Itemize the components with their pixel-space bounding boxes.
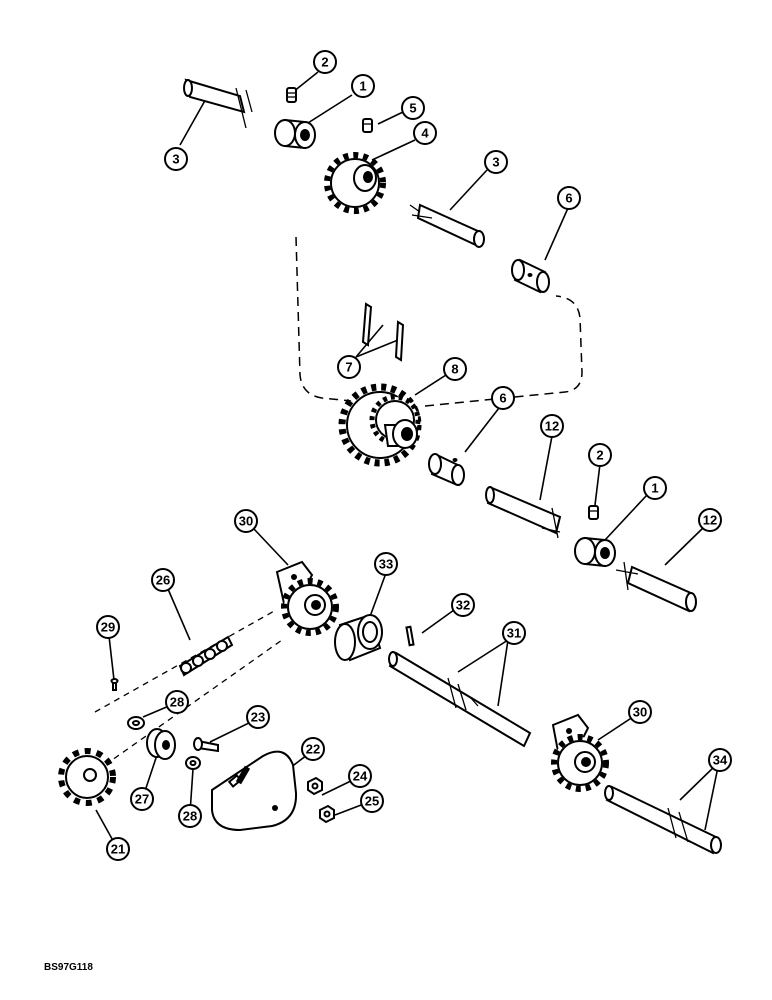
callout-label: 22 — [306, 742, 320, 757]
callout-27: 27 — [130, 787, 154, 811]
bolt-29 — [110, 678, 119, 691]
callout-8: 8 — [443, 357, 467, 381]
key-32 — [405, 625, 415, 647]
callout-32: 32 — [451, 593, 475, 617]
mounting-plate-22 — [211, 750, 298, 832]
callout-label: 4 — [421, 126, 429, 141]
roller-chain-26 — [178, 635, 234, 677]
callout-label: 30 — [239, 514, 253, 529]
callout-label: 8 — [451, 362, 458, 377]
set-screw-2-middle — [588, 505, 599, 520]
callout-label: 26 — [156, 573, 170, 588]
callout-30: 30 — [628, 700, 652, 724]
callout-21: 21 — [106, 837, 130, 861]
callout-label: 28 — [170, 695, 184, 710]
callout-label: 12 — [545, 419, 559, 434]
callout-label: 34 — [713, 753, 728, 768]
cotter-pins-7 — [361, 302, 405, 362]
callout-29: 29 — [96, 615, 120, 639]
shaft-3-right — [409, 203, 485, 248]
callout-label: 23 — [251, 710, 265, 725]
set-screw-5 — [362, 118, 373, 133]
callout-12: 12 — [540, 414, 564, 438]
callout-label: 2 — [321, 55, 328, 70]
idler-arm-sprocket-30-bottom — [551, 713, 609, 792]
collar-1-top — [274, 118, 316, 150]
nut-24 — [307, 776, 323, 796]
callout-label: 7 — [345, 360, 352, 375]
callout-label: 29 — [101, 620, 115, 635]
callout-1: 1 — [351, 74, 375, 98]
collar-1-middle — [574, 536, 616, 568]
shaft-12-right — [615, 561, 697, 613]
shaft-3-left — [183, 78, 253, 129]
callout-label: 12 — [703, 513, 717, 528]
callout-2: 2 — [313, 50, 337, 74]
leader-lines — [95, 71, 720, 847]
callout-28: 28 — [165, 690, 189, 714]
callout-28: 28 — [178, 804, 202, 828]
callout-label: 32 — [456, 598, 470, 613]
bushing-6-middle — [428, 453, 465, 486]
callout-6: 6 — [491, 386, 515, 410]
callout-label: 6 — [499, 391, 506, 406]
callout-33: 33 — [374, 552, 398, 576]
washer-28-top — [127, 716, 145, 730]
callout-label: 24 — [353, 769, 368, 784]
bolt-23 — [193, 737, 219, 753]
washer-28-bottom — [185, 756, 201, 770]
callout-6: 6 — [557, 186, 581, 210]
callout-7: 7 — [337, 355, 361, 379]
sprocket-21 — [58, 748, 116, 806]
set-screw-2-top — [286, 87, 297, 103]
callout-label: 6 — [565, 191, 572, 206]
hub-33 — [334, 613, 383, 662]
callout-1: 1 — [643, 476, 667, 500]
callout-5: 5 — [401, 96, 425, 120]
idler-roller-27 — [146, 728, 176, 760]
callout-3: 3 — [164, 147, 188, 171]
double-sprocket-8 — [338, 383, 422, 467]
bushing-6-top — [511, 258, 550, 294]
callout-label: 5 — [409, 101, 416, 116]
figure-reference-code: BS97G118 — [44, 962, 93, 973]
callout-2: 2 — [588, 443, 612, 467]
shaft-31 — [388, 651, 532, 748]
callout-label: 2 — [596, 448, 603, 463]
nut-25 — [319, 804, 335, 824]
callout-label: 1 — [651, 481, 658, 496]
shaft-34 — [604, 785, 722, 855]
callout-label: 30 — [633, 705, 647, 720]
callout-26: 26 — [151, 568, 175, 592]
chain-path-dashed — [94, 609, 283, 766]
callout-label: 31 — [507, 626, 521, 641]
callout-24: 24 — [348, 764, 372, 788]
callout-22: 22 — [301, 737, 325, 761]
callout-label: 25 — [365, 794, 379, 809]
callout-label: 33 — [379, 557, 393, 572]
callout-34: 34 — [708, 748, 732, 772]
callout-4: 4 — [413, 121, 437, 145]
callouts: 2 1 5 4 3 3 6 7 — [96, 50, 732, 861]
callout-label: 3 — [172, 152, 179, 167]
callout-label: 27 — [135, 792, 149, 807]
callout-25: 25 — [360, 789, 384, 813]
callout-30: 30 — [234, 509, 258, 533]
callout-3: 3 — [484, 150, 508, 174]
idler-arm-sprocket-30-top — [275, 560, 339, 636]
assembly-boundary-dashed — [295, 236, 583, 407]
callout-label: 21 — [111, 842, 125, 857]
callout-label: 3 — [492, 155, 499, 170]
sprocket-4 — [324, 152, 386, 214]
callout-23: 23 — [246, 705, 270, 729]
shaft-12-left — [485, 486, 562, 539]
callout-31: 31 — [502, 621, 526, 645]
callout-12: 12 — [698, 508, 722, 532]
callout-label: 28 — [183, 809, 197, 824]
callout-label: 1 — [359, 79, 366, 94]
